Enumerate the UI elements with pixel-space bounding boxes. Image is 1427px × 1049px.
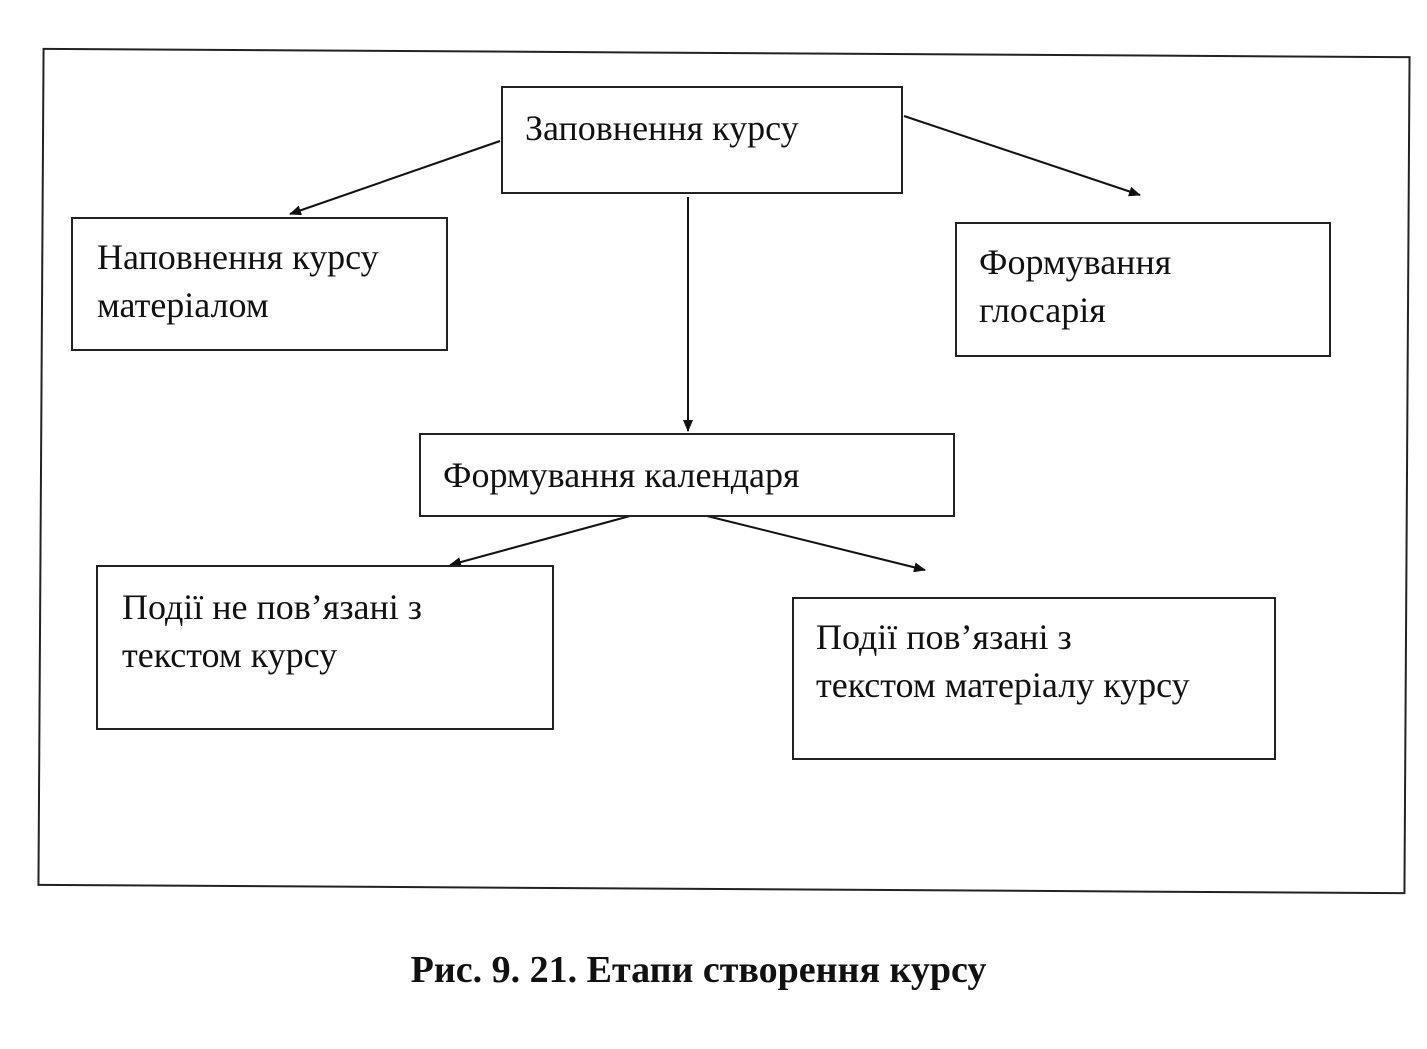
node-course-filling: Заповнення курсу bbox=[501, 86, 903, 194]
node-course-filling-label: Заповнення курсу bbox=[525, 108, 799, 148]
node-glossary-line-2: глосарія bbox=[979, 290, 1106, 330]
node-unrelated-events-line-2: текстом курсу bbox=[122, 635, 338, 675]
node-related-events: Події пов’язані з текстом матеріалу курс… bbox=[792, 597, 1276, 760]
node-related-events-line-2: текстом матеріалу курсу bbox=[816, 665, 1190, 705]
node-course-material-line-1: Наповнення курсу bbox=[97, 237, 379, 277]
node-course-material-line-2: матеріалом bbox=[97, 285, 269, 325]
node-calendar-label: Формування календаря bbox=[443, 455, 800, 495]
node-calendar: Формування календаря bbox=[419, 433, 955, 517]
figure-caption: Рис. 9. 21. Етапи створення курсу bbox=[410, 949, 987, 991]
node-unrelated-events: Події не пов’язані з текстом курсу bbox=[96, 565, 554, 730]
node-course-material: Наповнення курсу матеріалом bbox=[71, 217, 448, 351]
node-glossary-line-1: Формування bbox=[979, 242, 1172, 282]
node-related-events-line-1: Події пов’язані з bbox=[816, 617, 1072, 657]
node-unrelated-events-line-1: Події не пов’язані з bbox=[122, 587, 423, 627]
node-glossary: Формування глосарія bbox=[955, 222, 1331, 357]
